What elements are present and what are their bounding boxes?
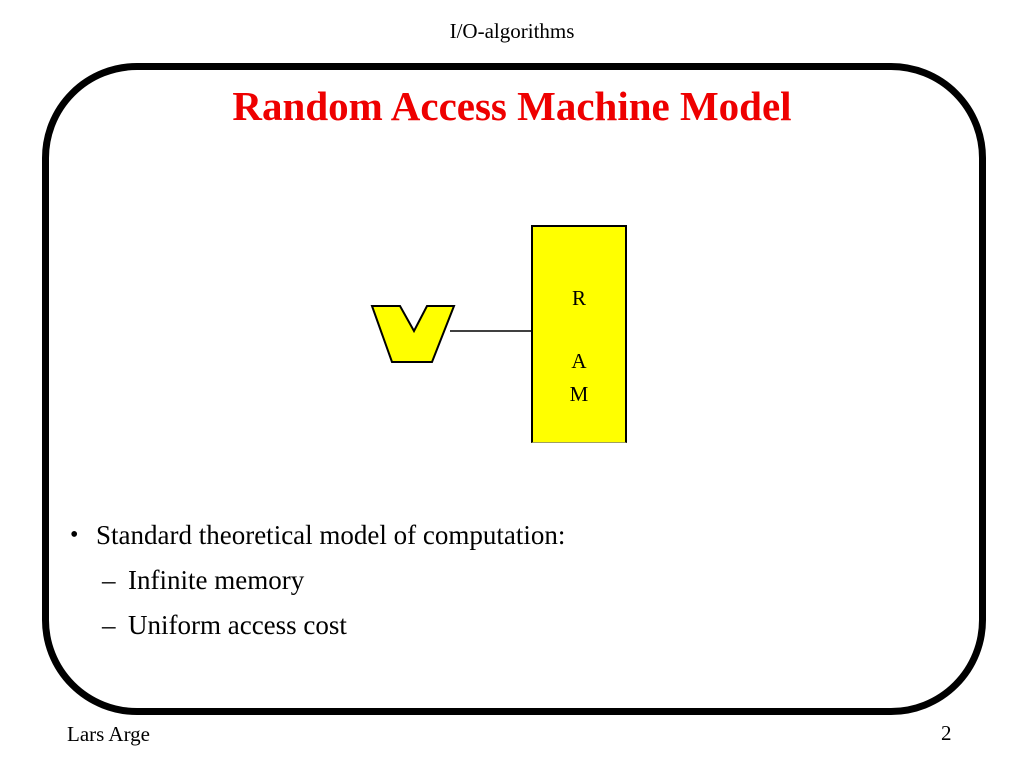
bullet-item-main: • Standard theoretical model of computat… bbox=[0, 513, 1024, 558]
ram-box: R A M bbox=[531, 225, 627, 443]
page-number: 2 bbox=[941, 721, 952, 745]
slide-title: Random Access Machine Model bbox=[232, 83, 792, 129]
ram-letter-m: M bbox=[569, 382, 589, 406]
dash-marker: – bbox=[102, 610, 116, 640]
header-title: I/O-algorithms bbox=[449, 19, 575, 43]
bullet-marker: • bbox=[70, 522, 79, 548]
ram-letter-r: R bbox=[571, 286, 586, 310]
bullet-text: Uniform access cost bbox=[128, 610, 347, 640]
ram-letter-a: A bbox=[571, 349, 587, 373]
cpu-to-ram-diagram bbox=[370, 305, 535, 363]
bullet-text: Standard theoretical model of computatio… bbox=[96, 520, 566, 550]
bullet-text: Infinite memory bbox=[128, 565, 305, 595]
bullet-item-sub2: – Uniform access cost bbox=[0, 603, 1024, 648]
bullet-list: • Standard theoretical model of computat… bbox=[0, 513, 1024, 648]
dash-marker: – bbox=[102, 565, 116, 595]
bullet-item-sub1: – Infinite memory bbox=[0, 558, 1024, 603]
slide-frame bbox=[42, 63, 986, 715]
v-arrow-icon bbox=[370, 305, 456, 363]
footer-author: Lars Arge bbox=[67, 722, 151, 746]
